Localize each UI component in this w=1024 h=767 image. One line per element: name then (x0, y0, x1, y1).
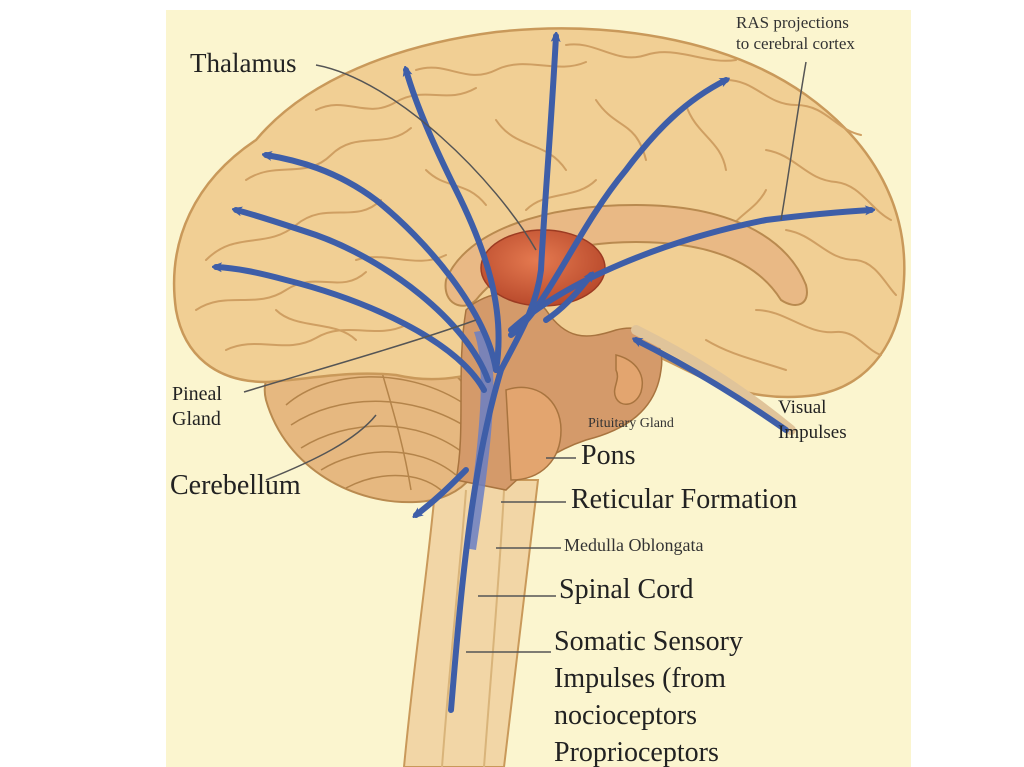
label-ras-line-1: RAS projections (736, 13, 849, 32)
pituitary-shape (613, 354, 643, 405)
gyri-lines (195, 43, 897, 371)
label-ras-projection: RAS projections to cerebral cortex (736, 12, 855, 55)
label-pineal-gland: Pineal Gland (172, 382, 222, 432)
cerebellum-folia (285, 349, 472, 491)
diagram-panel: Thalamus RAS projections to cerebral cor… (166, 10, 911, 767)
label-pituitary-gland: Pituitary Gland (588, 416, 674, 431)
label-reticular-formation: Reticular Formation (571, 484, 798, 515)
spinal-cord-inner (441, 489, 505, 767)
label-cerebellum: Cerebellum (170, 470, 301, 501)
leader-lines (243, 61, 807, 653)
label-thalamus: Thalamus (190, 48, 297, 78)
brain-illustration (166, 10, 911, 767)
ras-pathways (216, 36, 871, 713)
pons-shape (505, 386, 562, 481)
label-somatic-sensory: Somatic Sensory Impulses (from nociocept… (554, 624, 743, 767)
label-ras-line-2: to cerebral cortex (736, 34, 855, 54)
label-medulla-oblongata: Medulla Oblongata (564, 535, 704, 555)
label-pons: Pons (581, 440, 636, 471)
label-pineal-line-2: Gland (172, 408, 221, 430)
label-visual-line-2: Impulses (778, 421, 847, 443)
label-spinal-cord: Spinal Cord (559, 574, 694, 605)
label-somatic-line-2: Impulses (from (554, 662, 726, 694)
label-somatic-line-3: nocioceptors (554, 699, 698, 731)
label-somatic-line-4: Proprioceptors (554, 736, 719, 767)
optic-nerve (631, 325, 796, 435)
label-somatic-line-1: Somatic Sensory (554, 626, 743, 657)
midbrain-region (455, 292, 663, 491)
label-pineal-line-1: Pineal (172, 383, 222, 405)
label-visual-line-1: Visual (778, 397, 827, 418)
label-visual-impulses: Visual Impulses (778, 396, 847, 445)
